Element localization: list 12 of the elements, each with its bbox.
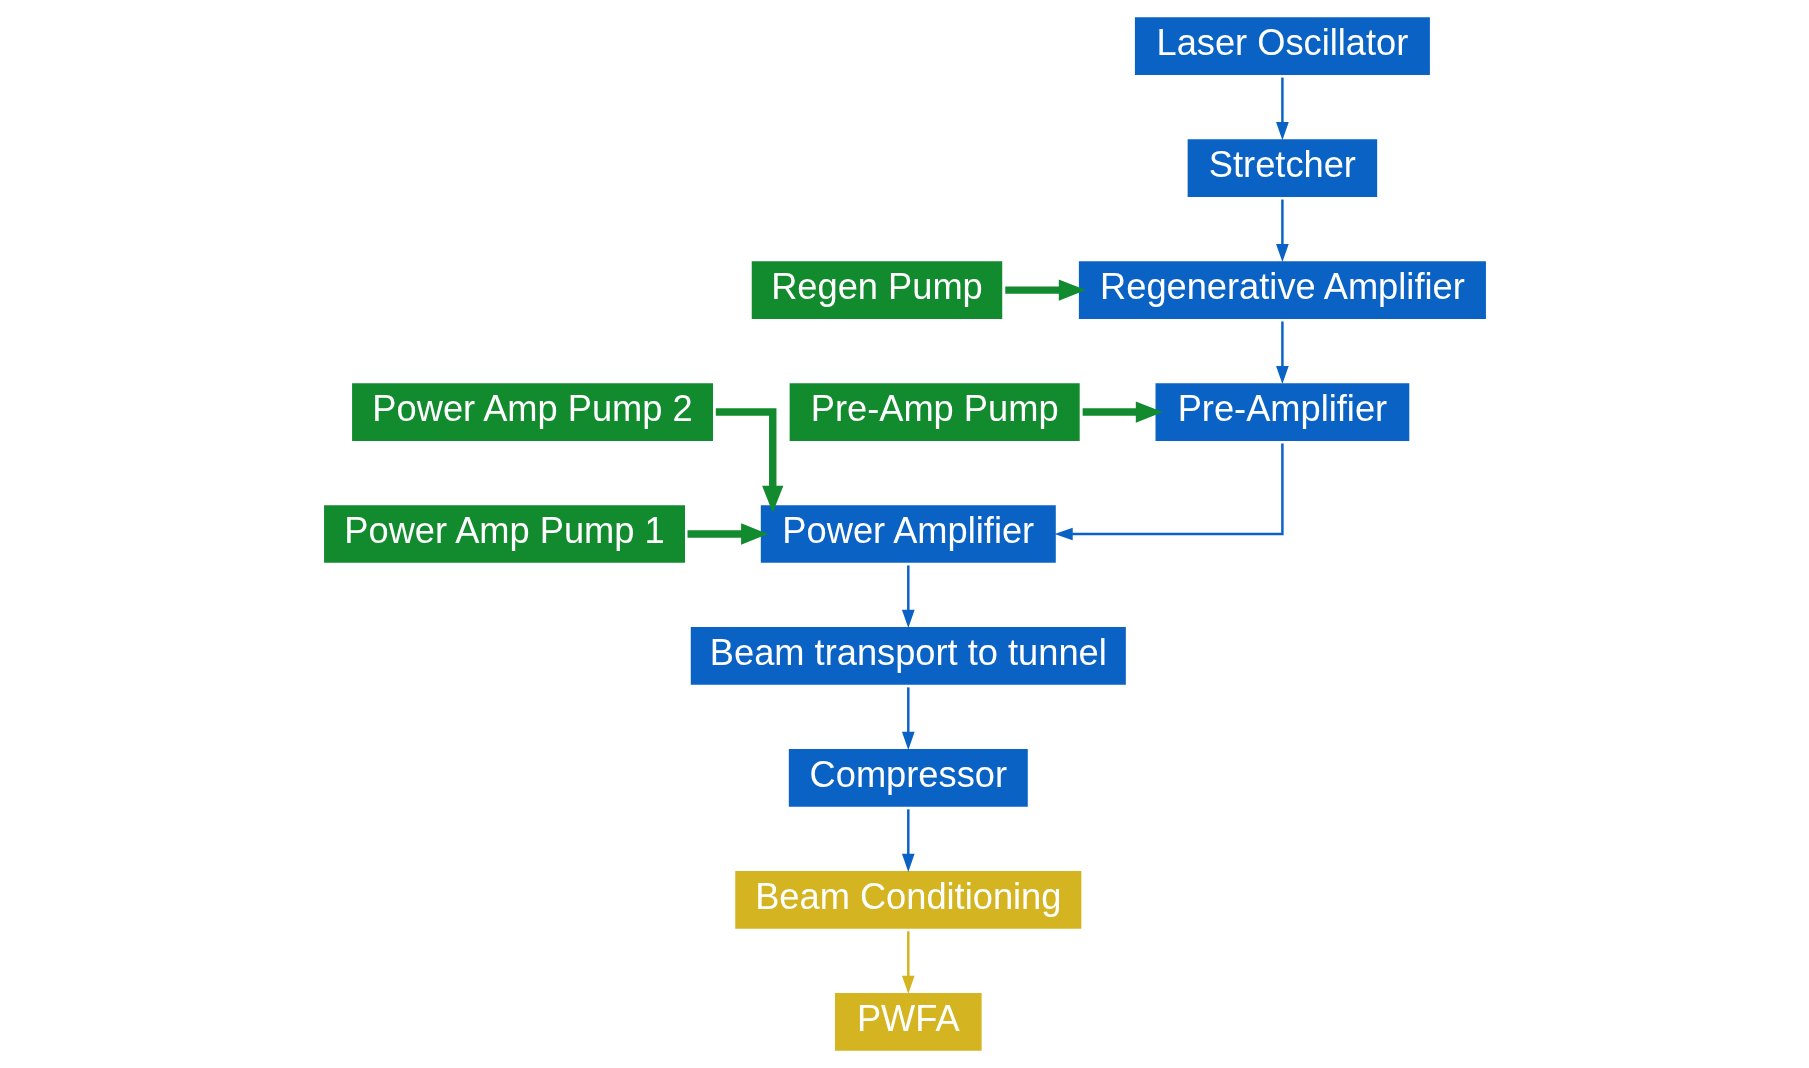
arrow (901, 565, 915, 628)
arrow (901, 931, 915, 994)
arrow (1004, 279, 1086, 301)
arrow (901, 809, 915, 872)
arrow (687, 523, 768, 545)
arrow (1275, 77, 1289, 141)
arrow (1082, 401, 1163, 423)
arrow (1275, 321, 1289, 385)
arrow (901, 687, 915, 750)
arrow (715, 408, 783, 513)
arrow (1054, 443, 1284, 541)
arrow (1275, 199, 1289, 263)
